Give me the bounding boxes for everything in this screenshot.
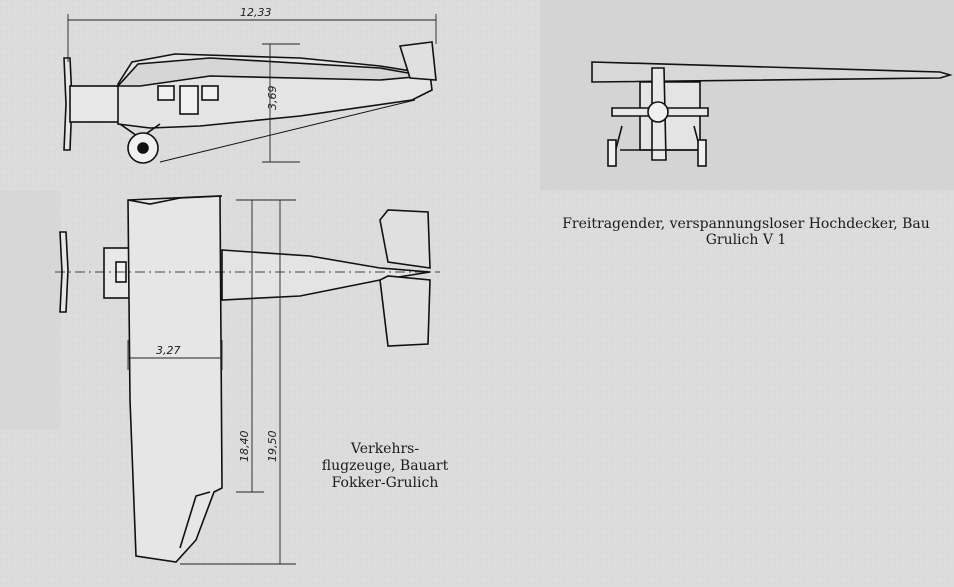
front-wheel-left <box>607 139 617 167</box>
background-print-block <box>540 0 954 190</box>
front-wheel-right <box>697 139 707 167</box>
dim-label-height: 3,69 <box>266 86 279 111</box>
front-spinner <box>647 101 669 123</box>
top-tailplane-upper <box>379 209 431 269</box>
top-view-aircraft <box>55 195 440 563</box>
top-dimension-lines <box>127 199 296 565</box>
top-aileron <box>179 491 211 549</box>
caption-left-line-3: Fokker-Grulich <box>331 475 439 491</box>
top-tailplane-lower <box>379 275 431 347</box>
dim-label-length-outer: 19,50 <box>266 431 279 463</box>
background-print-margin <box>0 190 60 430</box>
side-door <box>179 85 199 115</box>
top-wing-cut-edge <box>127 195 223 205</box>
side-ground-line <box>159 99 416 163</box>
caption-left: Verkehrs- flugzeuge, Bauart Fokker-Gruli… <box>300 441 470 492</box>
side-dimension-lines <box>67 14 437 163</box>
front-wing <box>591 61 953 83</box>
side-propeller <box>63 57 73 151</box>
side-wheel-hub <box>137 142 149 154</box>
side-view-aircraft <box>63 41 437 164</box>
dim-label-chord: 3,27 <box>156 344 181 357</box>
caption-left-line-1: Verkehrs- <box>350 441 420 457</box>
side-window-2 <box>201 85 219 101</box>
caption-right-line-2: Grulich V 1 <box>705 232 787 248</box>
side-tail-fin <box>398 41 437 81</box>
top-engine <box>103 247 133 299</box>
caption-right-line-1: Freitragender, verspannungsloser Hochdec… <box>562 216 930 232</box>
top-fuselage <box>221 249 431 301</box>
top-wing <box>127 195 223 563</box>
dim-label-length-inner: 18,40 <box>238 431 251 463</box>
side-engine-cowling <box>69 85 121 123</box>
caption-right: Freitragender, verspannungsloser Hochdec… <box>536 216 954 248</box>
side-window-1 <box>157 85 175 101</box>
dim-label-span: 12,33 <box>240 6 272 19</box>
front-view-aircraft <box>591 61 953 167</box>
caption-left-line-2: flugzeuge, Bauart <box>321 458 449 474</box>
